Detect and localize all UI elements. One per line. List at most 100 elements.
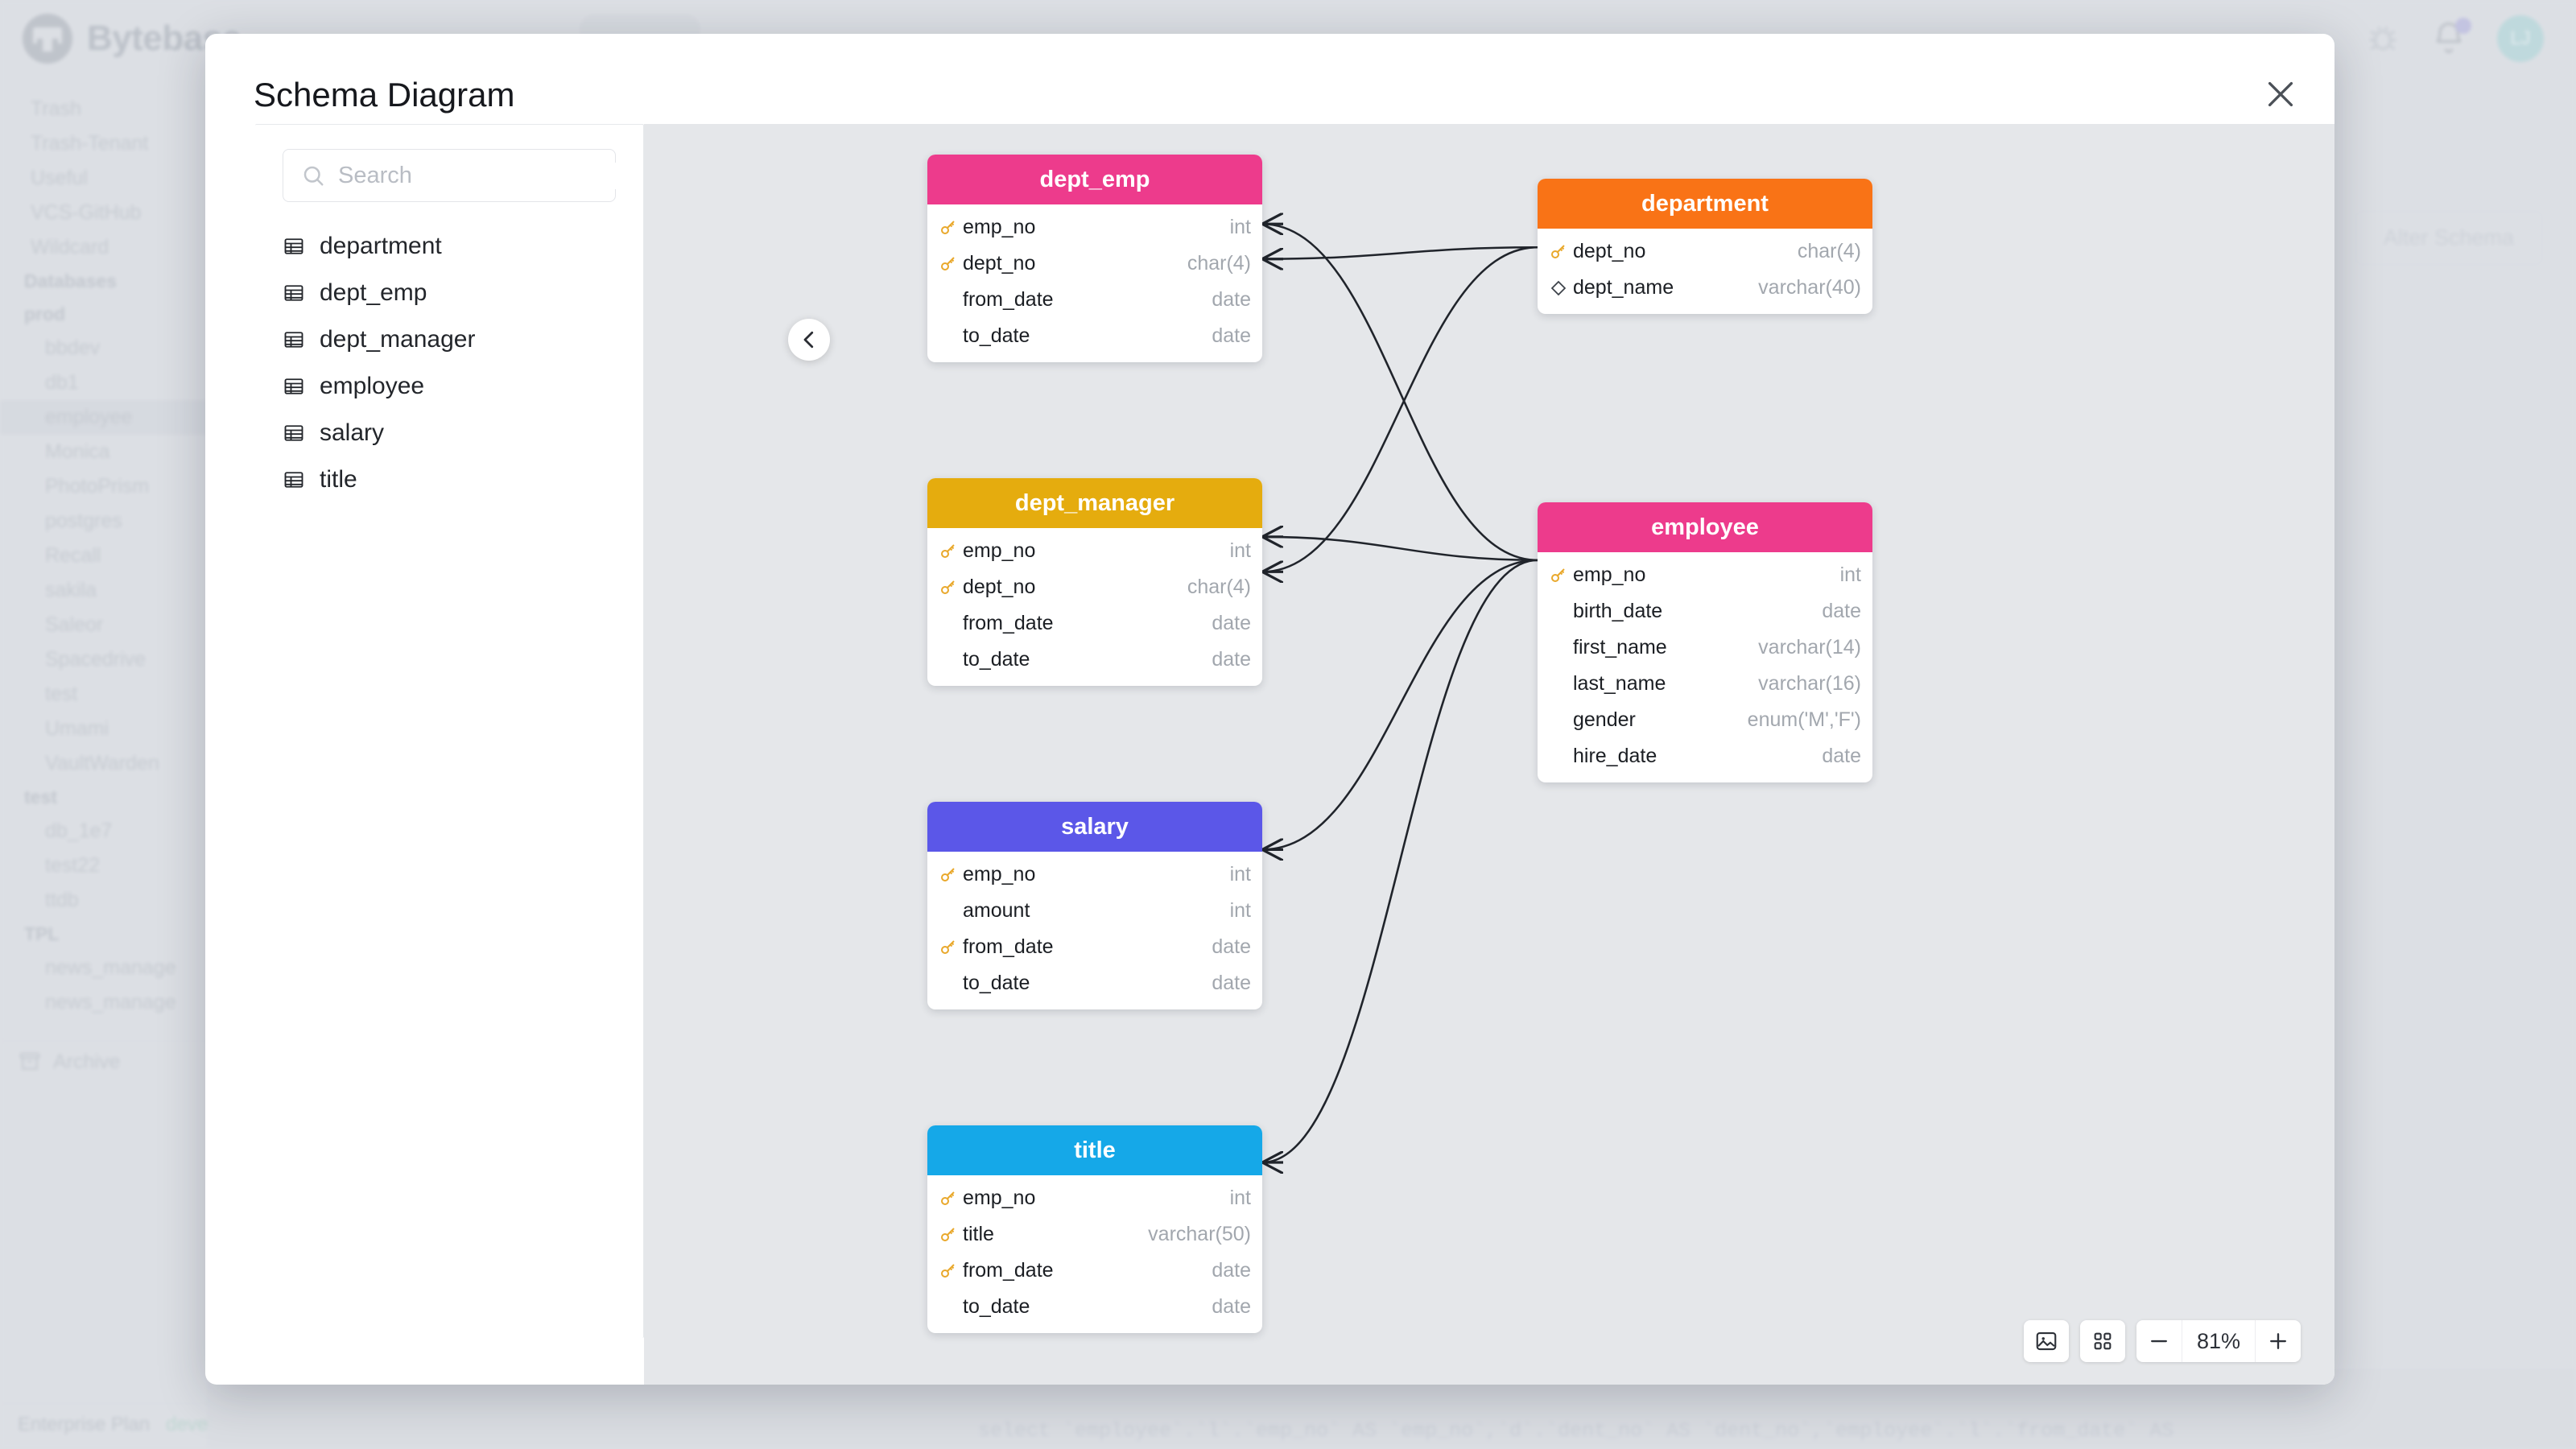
column-type: date bbox=[1212, 612, 1251, 634]
column-name: from_date bbox=[963, 288, 1054, 311]
column-name: dept_no bbox=[1573, 240, 1646, 262]
close-icon[interactable] bbox=[2262, 76, 2299, 113]
background-sql-preview: select `employee`.`l`.`emp_no` AS `emp_n… bbox=[978, 1419, 2174, 1443]
image-export-icon[interactable] bbox=[2024, 1320, 2069, 1362]
column-name: first_name bbox=[1573, 636, 1667, 658]
alter-schema-button[interactable]: Alter Schema bbox=[2355, 211, 2542, 265]
sidebar-item-vcs-github[interactable]: VCS-GitHub bbox=[31, 201, 142, 224]
notification-badge bbox=[2455, 17, 2471, 34]
sidebar-item-postgres[interactable]: postgres bbox=[45, 510, 122, 532]
column-name: last_name bbox=[1573, 672, 1666, 695]
list-item[interactable]: department bbox=[255, 223, 643, 270]
sidebar-item-wildcard[interactable]: Wildcard bbox=[31, 236, 109, 258]
list-item[interactable]: dept_manager bbox=[255, 316, 643, 363]
schema-diagram-modal: Schema Diagram department dept_emp dept_… bbox=[205, 34, 2334, 1385]
column-type: char(4) bbox=[1187, 252, 1251, 275]
column-type: int bbox=[1229, 863, 1251, 886]
column-type: varchar(16) bbox=[1758, 672, 1861, 695]
column-icon bbox=[939, 1225, 963, 1245]
sidebar-item-recall[interactable]: Recall bbox=[45, 544, 101, 567]
column-icon bbox=[939, 542, 963, 561]
list-item[interactable]: employee bbox=[255, 363, 643, 410]
column-type: varchar(40) bbox=[1758, 276, 1861, 299]
column-type: date bbox=[1212, 288, 1251, 311]
modal-header: Schema Diagram bbox=[205, 34, 2334, 114]
key-icon bbox=[941, 939, 955, 954]
sidebar-item-trash[interactable]: Trash bbox=[31, 97, 81, 120]
key-icon bbox=[941, 256, 955, 270]
column-type: date bbox=[1212, 972, 1251, 994]
sidebar-item-archive[interactable]: Archive bbox=[0, 1041, 207, 1082]
table-grid-icon bbox=[284, 378, 303, 394]
notification-bell-icon[interactable] bbox=[2431, 17, 2471, 59]
relationship-edges bbox=[644, 124, 1538, 1385]
column-name: dept_name bbox=[1573, 276, 1674, 299]
list-item[interactable]: title bbox=[255, 456, 643, 503]
relationship-edge bbox=[1262, 559, 1538, 850]
table-node-title: dept_emp bbox=[927, 155, 1262, 204]
avatar[interactable]: LJ bbox=[2497, 15, 2544, 62]
relationship-edge bbox=[1262, 246, 1538, 572]
column-name: title bbox=[963, 1223, 994, 1245]
column-type: enum('M','F') bbox=[1747, 708, 1861, 731]
column-icon bbox=[939, 1261, 963, 1281]
sidebar-item-monica[interactable]: Monica bbox=[45, 440, 110, 463]
search-box[interactable] bbox=[283, 149, 642, 202]
sidebar-item-umami[interactable]: Umami bbox=[45, 717, 109, 740]
list-item[interactable]: salary bbox=[255, 410, 643, 456]
bug-icon[interactable] bbox=[2365, 21, 2401, 56]
key-icon bbox=[941, 867, 955, 881]
sidebar-item-db1[interactable]: db1 bbox=[45, 371, 79, 394]
column-name: amount bbox=[963, 899, 1030, 922]
sidebar-item-sakila[interactable]: sakila bbox=[45, 579, 97, 601]
plus-icon[interactable] bbox=[2256, 1320, 2301, 1362]
search-input[interactable] bbox=[338, 162, 642, 189]
sidebar-item-test[interactable]: test bbox=[45, 683, 78, 705]
chevron-left-icon bbox=[803, 331, 814, 349]
sidebar-item-bbdev[interactable]: bbdev bbox=[45, 336, 101, 359]
sidebar-item-employee[interactable]: employee bbox=[0, 400, 207, 435]
sidebar-item-news-manage[interactable]: news_manage bbox=[45, 991, 176, 1013]
sidebar-item-photoprism[interactable]: PhotoPrism bbox=[45, 475, 150, 497]
table-node-title: salary bbox=[927, 802, 1262, 852]
sidebar-item-spacedrive[interactable]: Spacedrive bbox=[45, 648, 147, 671]
minus-icon[interactable] bbox=[2136, 1320, 2182, 1362]
canvas-toolbar: 81% bbox=[2024, 1320, 2301, 1362]
diamond-icon bbox=[1550, 280, 1567, 295]
plan-label: Enterprise Plan bbox=[18, 1414, 151, 1435]
sidebar-item-db-1e7[interactable]: db_1e7 bbox=[45, 819, 113, 842]
list-item[interactable]: dept_emp bbox=[255, 270, 643, 316]
sidebar-collapse-button[interactable] bbox=[788, 319, 830, 361]
sidebar-item-news-manage[interactable]: news_manage bbox=[45, 956, 176, 979]
sidebar-item-trash-tenant[interactable]: Trash-Tenant bbox=[31, 132, 149, 155]
sidebar-item-ttdb[interactable]: ttdb bbox=[45, 889, 79, 911]
relationship-edge bbox=[1262, 537, 1538, 562]
table-item-label: title bbox=[320, 466, 357, 493]
sidebar-item-saleor[interactable]: Saleor bbox=[45, 613, 104, 636]
relationship-edge bbox=[1262, 224, 1538, 562]
column-name: birth_date bbox=[1573, 600, 1663, 622]
column-type: int bbox=[1839, 564, 1861, 586]
table-grid-icon bbox=[284, 238, 303, 254]
sidebar-item-useful[interactable]: Useful bbox=[31, 167, 88, 189]
sidebar-item-vaultwarden[interactable]: VaultWarden bbox=[45, 752, 159, 774]
grid-layout-icon[interactable] bbox=[2080, 1320, 2125, 1362]
sidebar-item-test22[interactable]: test22 bbox=[45, 854, 101, 877]
